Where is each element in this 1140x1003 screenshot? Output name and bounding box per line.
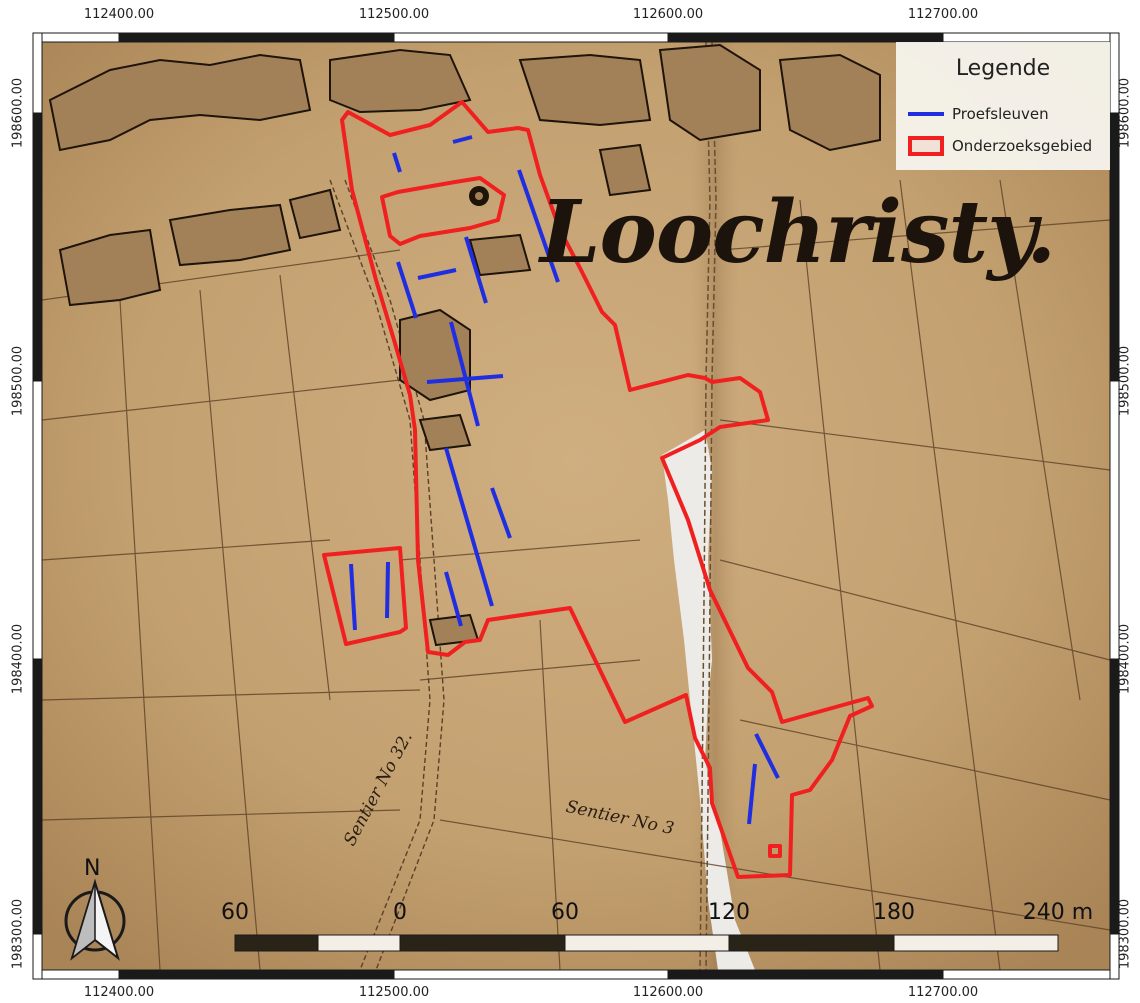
trench-line <box>392 152 402 173</box>
scale-label-5: 180 <box>873 900 915 925</box>
study-area-small <box>768 844 782 858</box>
legend-label-study-area: Onderzoeksgebied <box>952 137 1093 155</box>
x-coord-top-4: 112700.00 <box>907 7 979 22</box>
y-coord-left-2: 198500.00 <box>10 345 26 417</box>
trench-line <box>449 321 480 427</box>
scale-bar <box>234 934 1059 952</box>
scale-label-6: 240 m <box>1022 900 1094 925</box>
trench-line <box>349 563 357 631</box>
trench-line <box>396 261 418 319</box>
north-arrow-letter: N <box>84 856 101 881</box>
scale-label-4: 120 <box>708 900 750 925</box>
study-area-polygon-icon <box>908 136 944 156</box>
x-coord-bottom-3: 112600.00 <box>632 985 704 1000</box>
trenches <box>349 135 780 825</box>
place-name-label: Loochristy. <box>540 182 1056 283</box>
map-frame <box>32 32 1120 980</box>
trench-line <box>385 561 390 619</box>
trench-line <box>754 733 780 779</box>
y-coord-right-4: 198300.00 <box>1117 898 1133 970</box>
scale-label-3: 60 <box>551 900 579 925</box>
x-coord-top-1: 112400.00 <box>83 7 155 22</box>
legend-item-study-area: Onderzoeksgebied <box>908 134 1092 158</box>
trench-line <box>444 447 494 607</box>
x-coord-top-2: 112500.00 <box>358 7 430 22</box>
scale-label-2: 0 <box>393 900 407 925</box>
y-coord-right-2: 198500.00 <box>1117 345 1133 417</box>
trench-line <box>452 135 473 144</box>
scale-label-1: 60 <box>221 900 249 925</box>
study-area-main <box>340 100 874 879</box>
y-coord-left-3: 198400.00 <box>10 623 26 695</box>
x-coord-bottom-1: 112400.00 <box>83 985 155 1000</box>
y-coord-right-3: 198400.00 <box>1117 623 1133 695</box>
trench-line <box>417 268 457 280</box>
buildings <box>48 43 881 647</box>
trench-line <box>444 571 463 627</box>
trench-line <box>490 487 512 539</box>
trench-line <box>747 763 757 825</box>
torn-paper-patch <box>662 430 755 970</box>
trench-line-icon <box>908 104 944 124</box>
x-coord-bottom-2: 112500.00 <box>358 985 430 1000</box>
study-area-church <box>380 176 506 246</box>
parcel-lines <box>41 179 1111 971</box>
legend-title: Legende <box>955 56 1051 81</box>
y-coord-left-1: 198600.00 <box>10 77 26 149</box>
study-area-west <box>322 546 408 646</box>
trench-line <box>464 236 488 304</box>
y-coord-left-4: 198300.00 <box>10 898 26 970</box>
legend: Legende Proefsleuven Onderzoeksgebied <box>896 42 1110 170</box>
road <box>699 41 717 971</box>
trench-line <box>517 169 560 283</box>
north-arrow-icon <box>64 878 126 961</box>
y-coord-right-1: 198600.00 <box>1117 77 1133 149</box>
x-coord-bottom-4: 112700.00 <box>907 985 979 1000</box>
legend-item-trenches: Proefsleuven <box>908 102 1049 126</box>
study-area-polygons <box>322 100 874 879</box>
x-coord-top-3: 112600.00 <box>632 7 704 22</box>
legend-label-trenches: Proefsleuven <box>952 105 1049 123</box>
trench-line <box>426 374 504 384</box>
church-symbol <box>469 186 489 206</box>
